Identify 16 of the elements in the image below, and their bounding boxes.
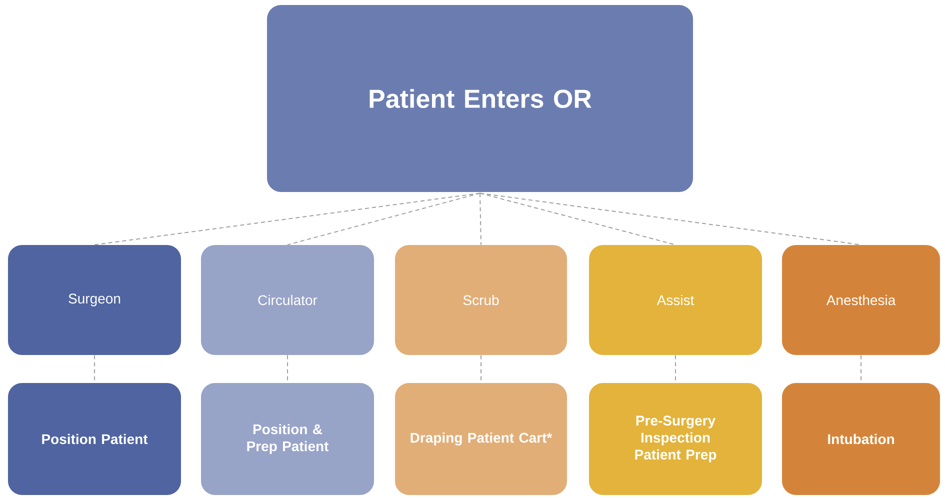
- role-box: Assist: [589, 245, 762, 355]
- task-box: Intubation: [782, 383, 940, 495]
- task-box: Pre-Surgery Inspection Patient Prep: [589, 383, 762, 495]
- title-box: Patient Enters OR: [267, 5, 693, 192]
- connector-line: [480, 192, 482, 246]
- role-box: Scrub: [395, 245, 567, 355]
- role-box: Surgeon: [8, 245, 181, 355]
- task-box: Position Patient: [8, 383, 181, 495]
- task-box: Position & Prep Patient: [201, 383, 374, 495]
- connector-line: [480, 192, 676, 246]
- role-box: Anesthesia: [782, 245, 940, 355]
- connector-line: [480, 192, 862, 246]
- connector-line: [94, 192, 480, 246]
- connector-line: [287, 192, 480, 246]
- role-box: Circulator: [201, 245, 374, 355]
- task-box: Draping Patient Cart*: [395, 383, 567, 495]
